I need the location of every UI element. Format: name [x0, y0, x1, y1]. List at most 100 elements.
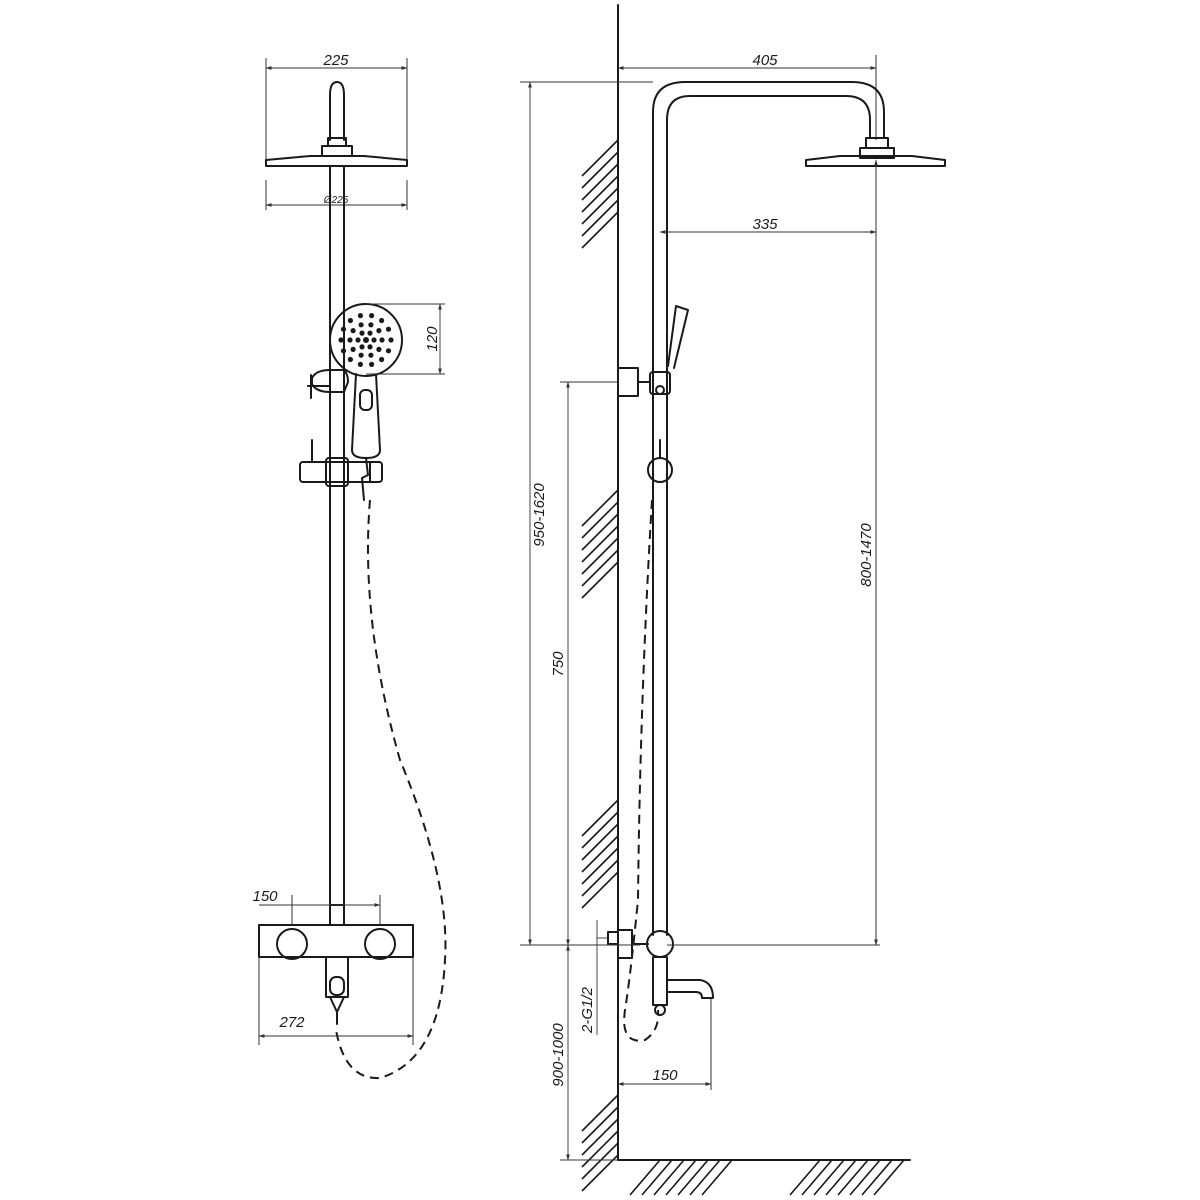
label-connection: 2-G1/2 [579, 986, 596, 1034]
hatch-line [581, 561, 619, 599]
dim-head-diameter: Ø225 [265, 180, 408, 210]
wall [581, 4, 911, 1196]
hatch-line [789, 1159, 821, 1196]
floor-hatching [629, 1159, 905, 1196]
spray-hole [340, 326, 347, 332]
spray-hole [359, 344, 365, 350]
hatch-line [581, 175, 619, 213]
hatch-line [581, 151, 619, 189]
spray-hole [369, 313, 375, 319]
front-view: 225 Ø225 [252, 52, 447, 1080]
slide-holder [299, 439, 383, 487]
hatch-line [581, 1106, 619, 1144]
hatch-line [581, 211, 619, 249]
hatch-line [581, 799, 619, 837]
hand-shower-side [667, 305, 689, 369]
dim-arm-reach: 405 [617, 52, 877, 140]
label-head-width: 225 [322, 52, 349, 69]
slide-holder-side [647, 439, 673, 483]
spray-hole [367, 330, 373, 336]
label-bar-height: 800-1470 [858, 523, 875, 587]
hatch-line [581, 501, 619, 539]
label-mixer-width: 272 [278, 1014, 305, 1031]
hose-front [335, 499, 447, 1080]
dim-mixer-width: 272 [258, 957, 414, 1045]
hatch-line [581, 859, 619, 897]
dim-hand-shower: 120 [366, 303, 445, 375]
wall-bracket-side [617, 367, 671, 397]
shower-head-front [265, 81, 408, 167]
spray-hole [363, 337, 369, 343]
spray-hole [358, 352, 364, 358]
side-view: 405 335 [520, 4, 946, 1196]
hatch-line [581, 537, 619, 575]
label-hand-shower-height: 120 [424, 326, 441, 352]
thermostatic-mixer-front [258, 904, 414, 1025]
label-arm-reach: 405 [752, 52, 778, 69]
hatch-line [837, 1159, 869, 1196]
spray-hole [379, 337, 385, 343]
hatch-line [665, 1159, 697, 1196]
hatch-line [861, 1159, 893, 1196]
spray-hole [350, 328, 356, 334]
label-mixer-height: 900-1000 [550, 1023, 567, 1087]
hand-shower-front [329, 303, 403, 501]
spray-hole [385, 326, 392, 332]
spray-hole [347, 317, 353, 324]
hatch-line [581, 823, 619, 861]
label-spout-reach: 150 [652, 1067, 678, 1084]
label-head-diameter: Ø225 [323, 195, 349, 206]
spray-hole [347, 356, 353, 363]
hatch-line [581, 1154, 619, 1192]
spray-hole [338, 337, 344, 343]
wall-bracket-upper [307, 369, 349, 399]
spray-hole [367, 344, 373, 350]
wall-hatching [581, 139, 619, 1192]
hatch-line [701, 1159, 733, 1196]
hatch-line [581, 871, 619, 909]
spray-hole [359, 330, 365, 336]
hatch-line [581, 187, 619, 225]
dim-mixer-height: 900-1000 [550, 944, 618, 1161]
spray-hole [357, 313, 363, 319]
hatch-line [581, 1142, 619, 1180]
hatch-line [689, 1159, 721, 1196]
riser-and-arm [652, 81, 946, 936]
spray-hole [350, 346, 356, 352]
dim-connection: 2-G1/2 [579, 920, 608, 1035]
hatch-line [581, 847, 619, 885]
dim-slide-height: 750 [550, 381, 618, 946]
hatch-line [581, 1130, 619, 1168]
label-total-height: 950-1620 [531, 483, 548, 547]
spray-hole [376, 346, 382, 352]
dim-arm-offset: 335 [659, 160, 877, 945]
spray-hole [369, 361, 375, 367]
dim-bar-height: 800-1470 [667, 159, 880, 946]
hatch-line [581, 549, 619, 587]
spray-hole [357, 361, 363, 367]
spray-hole [340, 348, 347, 354]
spray-hole [379, 356, 385, 363]
hatch-line [825, 1159, 857, 1196]
hatch-line [581, 1118, 619, 1156]
dim-spout-reach: 150 [617, 998, 712, 1090]
label-arm-offset: 335 [752, 216, 778, 233]
hatch-line [581, 139, 619, 177]
spray-hole [379, 317, 385, 324]
spray-hole [385, 348, 392, 354]
spray-hole [355, 337, 361, 343]
spray-hole [368, 352, 374, 358]
spray-hole [371, 337, 377, 343]
hatch-line [813, 1159, 845, 1196]
hatch-line [801, 1159, 833, 1196]
label-slide-height: 750 [550, 651, 567, 677]
hatch-line [849, 1159, 881, 1196]
spray-hole [376, 328, 382, 334]
hatch-line [581, 525, 619, 563]
hatch-line [581, 199, 619, 237]
hatch-line [641, 1159, 673, 1196]
hatch-line [629, 1159, 661, 1196]
spray-hole [388, 337, 394, 343]
hatch-line [581, 489, 619, 527]
